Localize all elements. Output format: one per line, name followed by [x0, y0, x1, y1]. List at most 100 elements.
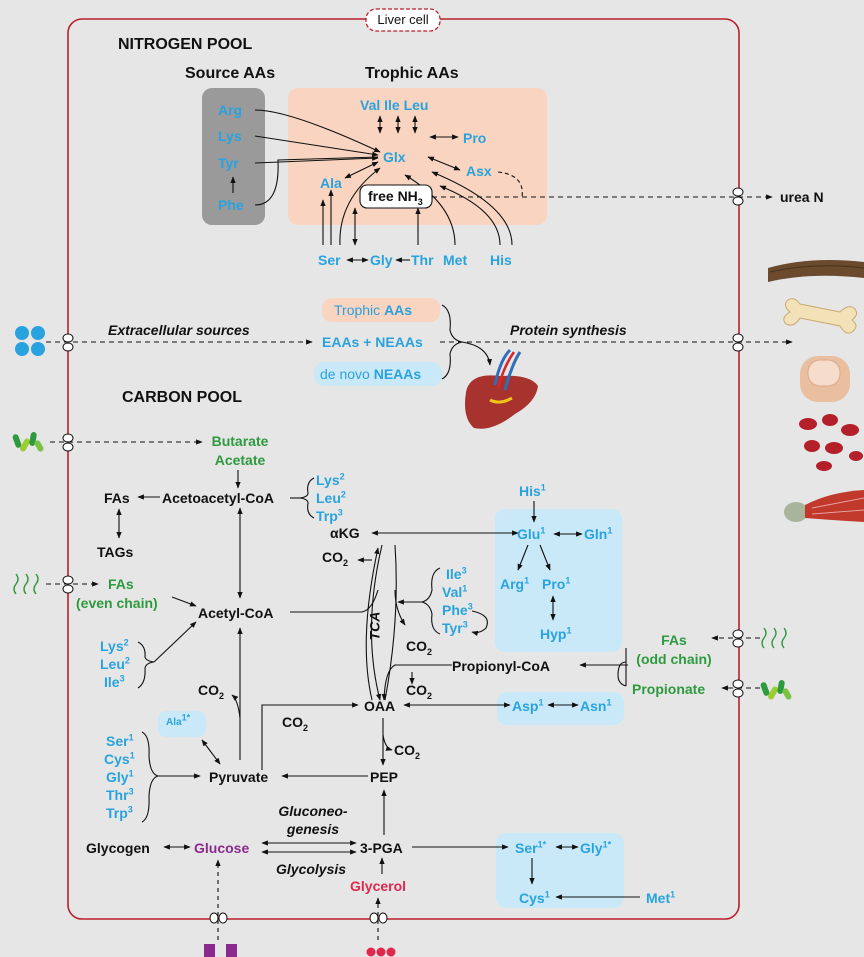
ser-box-gly: Gly1* — [580, 839, 612, 856]
co2-oaa-label: CO2 — [282, 714, 309, 733]
ser-box-met: Met1 — [646, 889, 676, 906]
glu-box — [495, 509, 622, 652]
channel-extracellular-2 — [62, 342, 74, 352]
bone-icon — [783, 298, 858, 334]
pyr-trp: Trp3 — [106, 804, 133, 821]
pyr-ser: Ser1 — [106, 732, 134, 749]
tca-label: TCA — [366, 611, 383, 641]
channel-bacteria-2 — [62, 442, 74, 452]
nitrogen-pool-heading: NITROGEN POOL — [118, 36, 253, 53]
left-leu: Leu2 — [100, 655, 130, 672]
source-aas-box — [202, 88, 265, 225]
ketogenic-trp: Trp3 — [316, 507, 343, 524]
glu-box-pro: Pro1 — [542, 575, 571, 592]
channel-extracellular — [62, 333, 74, 343]
glycerol-dots-icon — [366, 947, 396, 957]
urea-n-label: urea N — [780, 189, 824, 205]
glycolysis-label: Glycolysis — [276, 861, 347, 877]
bacteria-icon-right — [760, 680, 792, 700]
channel-propionate-2 — [732, 688, 744, 698]
fatty-acid-icon — [13, 573, 39, 595]
nail-icon — [800, 356, 850, 402]
co2-pep-label: CO2 — [394, 742, 421, 761]
fas-odd-label: FAs — [661, 632, 687, 648]
trophic-ala: Ala — [320, 175, 342, 191]
pyr-cys: Cys1 — [104, 750, 135, 767]
glu-box-gln: Gln1 — [584, 525, 613, 542]
source-arg: Arg — [218, 102, 243, 118]
acetyl-coa-label: Acetyl-CoA — [198, 605, 274, 621]
source-tyr: Tyr — [218, 155, 239, 171]
channel-glycerol-2 — [378, 912, 388, 924]
tca-ile: Ile3 — [446, 565, 467, 582]
trophic-asx: Asx — [466, 163, 492, 179]
propionate-label: Propionate — [632, 681, 706, 697]
channel-bacteria — [62, 433, 74, 443]
channel-fas-even-2 — [62, 584, 74, 594]
glu-box-glu: Glu1 — [517, 525, 546, 542]
left-ile: Ile3 — [104, 673, 125, 690]
source-aas-heading: Source AAs — [185, 65, 276, 82]
co2-akg-label: CO2 — [322, 549, 349, 568]
ketogenic-leu: Leu2 — [316, 489, 346, 506]
trophic-met: Met — [443, 252, 468, 268]
channel-urea — [732, 187, 744, 197]
trophic-aas-heading: Trophic AAs — [365, 65, 459, 82]
pyruvate-label: Pyruvate — [209, 769, 269, 785]
muscle-icon — [784, 490, 864, 522]
cell-label: Liver cell — [377, 12, 429, 27]
propionyl-coa-label: Propionyl-CoA — [452, 658, 550, 674]
glu-box-hyp: Hyp1 — [540, 625, 572, 642]
glu-box-his: His1 — [519, 482, 546, 499]
tca-val: Val1 — [442, 583, 468, 600]
acetoacetyl-coa-label: Acetoacetyl-CoA — [162, 490, 275, 506]
co2-tca-label: CO2 — [406, 638, 433, 657]
source-phe: Phe — [218, 197, 244, 213]
glycerol-label: Glycerol — [350, 878, 407, 894]
fatty-acid-icon-right — [761, 627, 787, 649]
gluconeogenesis-label-2: genesis — [286, 821, 340, 837]
glu-box-arg: Arg1 — [500, 575, 530, 592]
channel-protein — [732, 333, 744, 343]
akg-label: αKG — [330, 525, 360, 541]
blue-dots-icon — [15, 326, 45, 356]
oaa-label: OAA — [364, 698, 396, 714]
glycogen-label: Glycogen — [86, 840, 150, 856]
trophic-aas-box — [288, 88, 547, 225]
denovo-neaas-pill — [314, 362, 442, 386]
pep-label: PEP — [370, 769, 399, 785]
pga-label: 3-PGA — [360, 840, 403, 856]
carbon-pool-heading: CARBON POOL — [122, 389, 242, 406]
channel-fas-even — [62, 575, 74, 585]
channel-protein-2 — [732, 342, 744, 352]
channel-glucose — [209, 912, 219, 924]
gluconeogenesis-label-1: Gluconeo- — [278, 803, 348, 819]
eaas-neaas-label: EAAs + NEAAs — [322, 334, 423, 350]
trophic-bcaa: Val Ile Leu — [360, 97, 429, 113]
co2-propionyl-label: CO2 — [406, 682, 433, 701]
glucose-squares-icon — [204, 944, 237, 957]
tca-phe: Phe3 — [442, 601, 473, 618]
trophic-aas-pill-label: Trophic AAs — [334, 302, 413, 318]
trophic-ser: Ser — [318, 252, 341, 268]
acetate-label: Acetate — [214, 452, 266, 468]
trophic-aas-pill — [322, 298, 440, 322]
odd-chain-label: (odd chain) — [636, 651, 712, 667]
hair-icon — [768, 260, 864, 282]
channel-glucose-2 — [218, 912, 228, 924]
channel-propionate — [732, 679, 744, 689]
channel-urea-2 — [732, 196, 744, 206]
bacteria-icon — [12, 432, 44, 452]
asn-label: Asn1 — [580, 697, 612, 714]
channel-fas-odd-2 — [732, 638, 744, 648]
fas-label: FAs — [104, 490, 130, 506]
red-blood-cells-icon — [799, 414, 863, 471]
ser-box-ser: Ser1* — [515, 839, 547, 856]
co2-acetyl-label: CO2 — [198, 682, 225, 701]
fas-even-label: FAs — [108, 576, 134, 592]
trophic-gly: Gly — [370, 252, 393, 268]
ketogenic-lys: Lys2 — [316, 471, 345, 488]
free-nh3-box — [359, 184, 433, 209]
cell-label-box — [365, 8, 441, 32]
